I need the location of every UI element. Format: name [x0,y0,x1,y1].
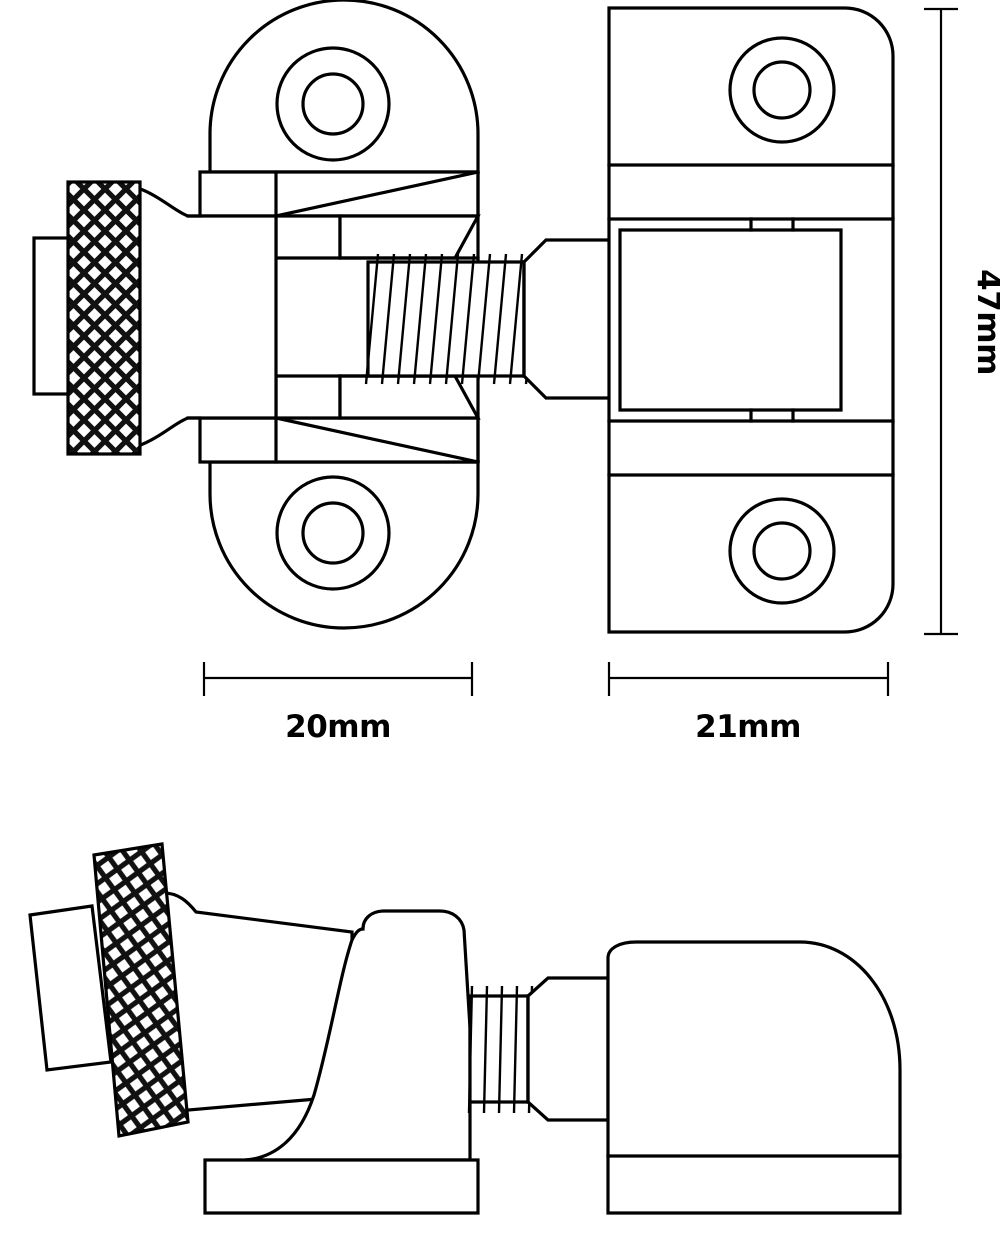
dimension-group [202,7,958,696]
rounded-body-block-side-view [606,940,902,1215]
fixing-hole-inner-br [752,521,812,581]
knurled-knob-top-view [32,180,142,456]
dimension-47mm [924,7,958,636]
left-hinge-leaf [208,0,480,630]
threaded-shaft-side-view [467,976,610,1122]
side-view-group [28,842,902,1215]
dimension-21mm [607,662,890,696]
knurl-outline-side [92,842,190,1138]
thread-lines-side [467,985,534,1114]
threaded-shaft-top-view [364,238,622,400]
knurl-texture-top [68,182,140,454]
knurled-knob-side-view [28,842,190,1138]
fixing-hole-inner-tl [301,72,365,136]
top-view-group [32,0,895,634]
knob-shank-top-view [136,185,278,449]
knurl-outline-top [66,180,142,456]
dimension-label-20mm: 20mm [285,709,391,745]
left-leaf-boss-upper [198,170,481,264]
knob-end-stub-side [28,904,113,1072]
knurl-texture-side [94,844,188,1136]
dimension-label-21mm: 21mm [695,709,801,745]
right-hinge-plate [607,6,895,634]
dimension-label-47mm: 47mm [970,269,1000,375]
dimension-20mm [202,662,474,696]
base-plate-left [203,1158,480,1215]
fixing-hole-inner-tr [752,60,812,120]
fixing-hole-inner-bl [301,501,365,565]
mounting-foot-side-view [203,909,480,1215]
